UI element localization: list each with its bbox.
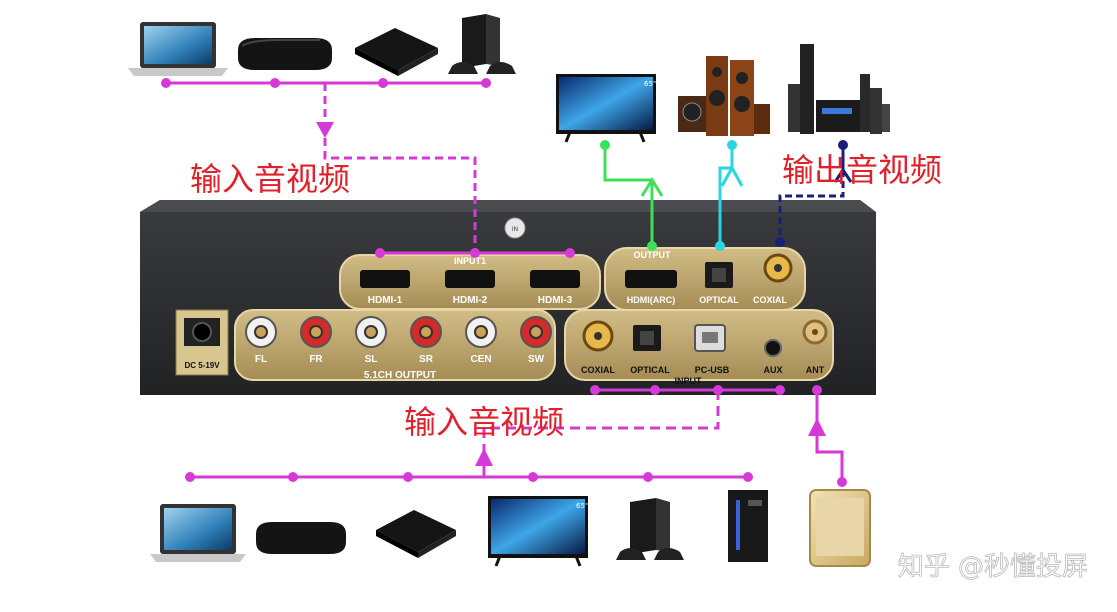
rear-ant-label: ANT — [806, 365, 825, 375]
hdmi-3-label: HDMI-3 — [538, 295, 573, 306]
bottom-input-bus — [185, 385, 785, 482]
hdmi-3-port[interactable] — [530, 270, 580, 288]
speaker-set-icon — [678, 56, 770, 136]
rca-cen-label: CEN — [470, 354, 491, 365]
svg-text:65": 65" — [644, 80, 656, 88]
rear-input-section-label: INPUT — [675, 376, 703, 386]
hdmi-1-port[interactable] — [360, 270, 410, 288]
rca-fr-label: FR — [309, 354, 323, 365]
pc-tower-icon — [728, 490, 768, 562]
optical-output-line — [715, 140, 744, 251]
svg-text:IN: IN — [512, 226, 518, 233]
hdmi-arc-port[interactable] — [625, 270, 677, 288]
output-section-label: OUTPUT — [634, 250, 672, 260]
rca-cen-port[interactable] — [465, 316, 497, 348]
rca-sr-label: SR — [419, 354, 434, 365]
hdmi-1-label: HDMI-1 — [368, 295, 403, 306]
hdmi-2-port[interactable] — [445, 270, 495, 288]
tv-icon: 65" — [556, 74, 656, 143]
antenna-input-line — [808, 385, 847, 487]
laptop-icon — [150, 504, 246, 562]
watermark: 知乎 @秒懂投屏 — [898, 552, 1088, 582]
rca-fl-port[interactable] — [245, 316, 277, 348]
smartphone-icon — [809, 489, 871, 567]
home-theater-icon — [788, 44, 890, 134]
dc-power-port[interactable] — [192, 322, 212, 342]
input-av-bottom-label: 输入音视频 — [404, 403, 564, 441]
top-input-bus — [161, 78, 575, 258]
rca-sl-label: SL — [365, 354, 378, 365]
hdmi-output-line — [600, 140, 664, 251]
input-av-top-label: 输入音视频 — [190, 160, 350, 198]
rca-fr-port[interactable] — [300, 316, 332, 348]
sticker-badge — [504, 217, 526, 239]
optical-out-label: OPTICAL — [699, 295, 739, 305]
channel-section-label: 5.1CH OUTPUT — [364, 370, 436, 381]
rear-aux-label: AUX — [763, 365, 782, 375]
rear-optical-label: OPTICAL — [630, 365, 670, 375]
input1-section-label: INPUT1 — [454, 256, 486, 266]
rca-sw-label: SW — [528, 354, 545, 365]
tv-box-icon — [256, 522, 346, 554]
audio-extractor-device: IN INPUT1 HDMI-1 HDMI-2 HDMI-3 OUTPUT HD… — [140, 200, 876, 395]
hdmi-2-label: HDMI-2 — [453, 295, 488, 306]
rca-sl-port[interactable] — [355, 316, 387, 348]
aux-port[interactable] — [764, 339, 782, 357]
rear-pcusb-label: PC-USB — [695, 365, 730, 375]
rca-fl-label: FL — [255, 354, 267, 365]
game-console-icon — [448, 14, 516, 74]
dc-label: DC 5-19V — [184, 361, 220, 370]
coaxial-out-label: COXIAL — [753, 295, 788, 305]
svg-text:65": 65" — [576, 502, 588, 510]
coaxial-output-line — [775, 140, 853, 247]
game-console-icon — [616, 498, 684, 560]
rear-coxial-label: COXIAL — [581, 365, 616, 375]
hdmi-arc-label: HDMI(ARC) — [627, 295, 676, 305]
tv-box-icon — [376, 510, 456, 558]
rca-sr-port[interactable] — [410, 316, 442, 348]
laptop-icon — [128, 22, 228, 76]
tv-box-icon — [355, 28, 438, 76]
rca-sw-port[interactable] — [520, 316, 552, 348]
tv-icon: 65" — [488, 496, 588, 567]
output-av-label: 输出音视频 — [782, 151, 942, 189]
tv-box-icon — [238, 38, 332, 70]
